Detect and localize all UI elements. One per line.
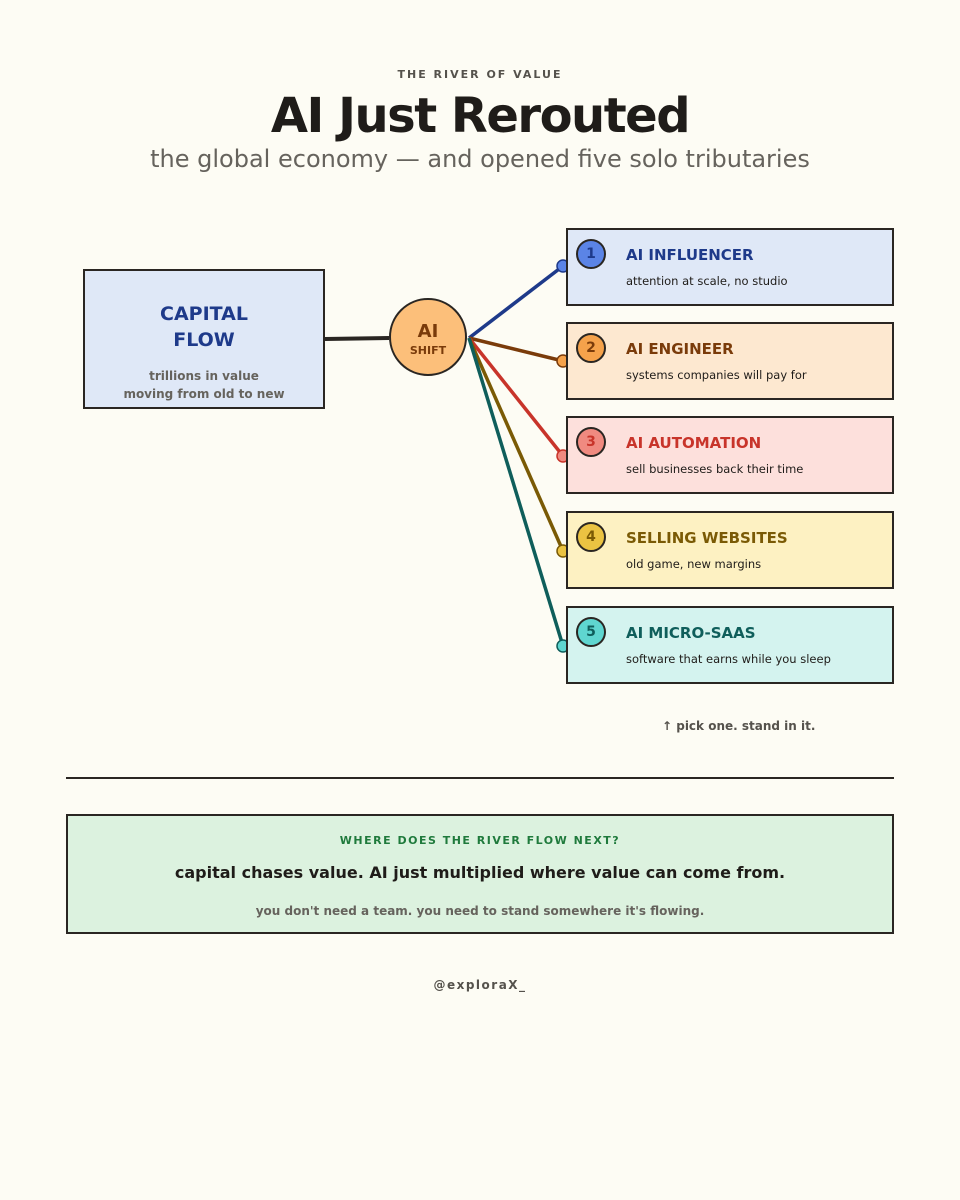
tributary-ai-influencer: 1 AI INFLUENCER attention at scale, no s… <box>566 228 894 306</box>
connector-line-2 <box>468 336 564 363</box>
river-question-callout: WHERE DOES THE RIVER FLOW NEXT? capital … <box>66 814 894 934</box>
tributary-number-badge: 2 <box>576 333 606 363</box>
tributary-number-badge: 4 <box>576 522 606 552</box>
capital-to-shift-connector <box>324 336 390 341</box>
capital-flow-title-line2: FLOW <box>173 329 235 351</box>
capital-flow-subtitle: trillions in value moving from old to ne… <box>85 367 323 403</box>
pick-one-note: ↑ pick one. stand in it. <box>662 719 816 733</box>
callout-question: WHERE DOES THE RIVER FLOW NEXT? <box>339 834 621 847</box>
kicker-label: THE RIVER OF VALUE <box>397 68 563 81</box>
capital-flow-box: CAPITAL FLOW trillions in value moving f… <box>83 269 325 409</box>
tributary-description: attention at scale, no studio <box>626 274 788 288</box>
tributary-ai-engineer: 2 AI ENGINEER systems companies will pay… <box>566 322 894 400</box>
ai-shift-label: AI <box>417 321 439 342</box>
tributary-selling-websites: 4 SELLING WEBSITES old game, new margins <box>566 511 894 589</box>
callout-main-text: capital chases value. AI just multiplied… <box>174 863 786 882</box>
capital-flow-title-line1: CAPITAL <box>160 303 248 325</box>
tributary-description: old game, new margins <box>626 557 762 571</box>
capital-flow-sub-line2: moving from old to new <box>123 387 285 401</box>
tributary-ai-automation: 3 AI AUTOMATION sell businesses back the… <box>566 416 894 494</box>
ai-shift-sublabel: SHIFT <box>409 344 447 357</box>
tributary-description: systems companies will pay for <box>626 368 807 382</box>
tributary-number-badge: 3 <box>576 427 606 457</box>
tributary-name: AI AUTOMATION <box>626 434 762 452</box>
tributary-name: AI MICRO-SAAS <box>626 624 756 642</box>
section-divider <box>66 777 894 779</box>
tributary-description: software that earns while you sleep <box>626 652 831 666</box>
capital-flow-sub-line1: trillions in value <box>149 369 259 383</box>
tributary-name: AI INFLUENCER <box>626 246 754 264</box>
connector-line-3 <box>467 336 565 458</box>
connector-line-1 <box>467 264 565 340</box>
page-title: AI Just Rerouted <box>270 88 691 144</box>
page-subtitle: the global economy — and opened five sol… <box>150 145 810 173</box>
ai-shift-hub: AI SHIFT <box>389 298 467 376</box>
connector-line-4 <box>467 337 565 552</box>
tributary-description: sell businesses back their time <box>626 462 804 476</box>
author-handle: @exploraX_ <box>433 978 527 992</box>
tributary-ai-micro-saas: 5 AI MICRO-SAAS software that earns whil… <box>566 606 894 684</box>
tributary-name: AI ENGINEER <box>626 340 734 358</box>
capital-flow-title: CAPITAL FLOW <box>85 301 323 353</box>
tributary-number-badge: 1 <box>576 239 606 269</box>
tributary-name: SELLING WEBSITES <box>626 529 788 547</box>
connector-line-5 <box>467 337 565 647</box>
callout-sub-text: you don't need a team. you need to stand… <box>255 904 705 918</box>
tributary-number-badge: 5 <box>576 617 606 647</box>
